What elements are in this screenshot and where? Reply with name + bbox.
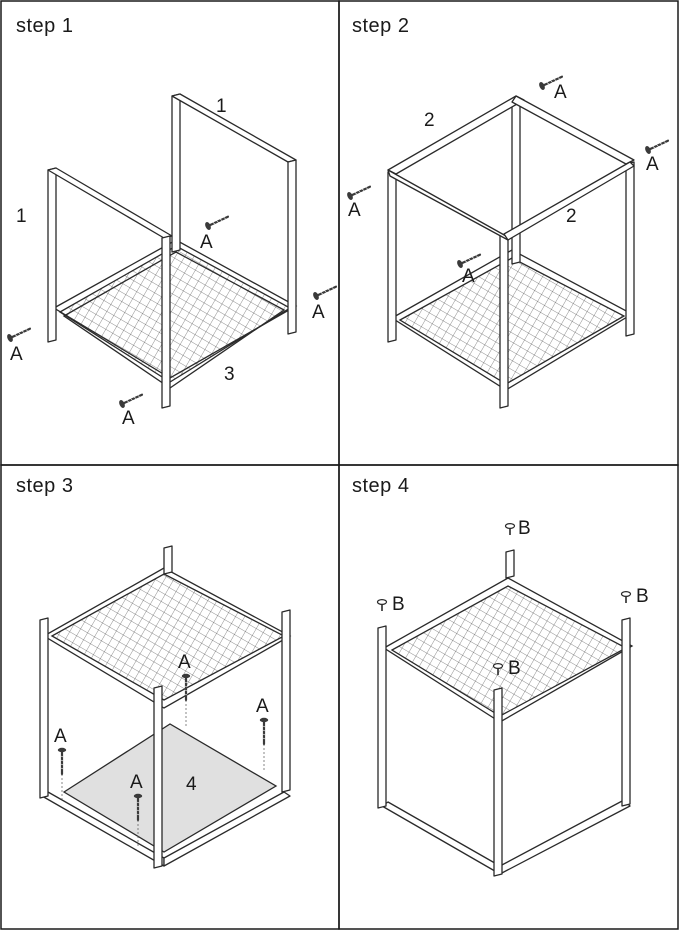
cap-label: B	[636, 586, 649, 607]
top-bar-right	[503, 161, 635, 241]
screw-label: A	[312, 302, 325, 323]
screw-label: A	[646, 154, 659, 175]
step-3-title: step 3	[16, 475, 73, 497]
step-2-title: step 2	[352, 15, 409, 37]
screw-icon	[310, 281, 339, 302]
foot-cap-icon	[504, 522, 516, 536]
screw-icon	[642, 135, 671, 156]
step-4-diagram: B B B B	[376, 518, 649, 877]
mesh-shelf-label: 3	[224, 364, 235, 385]
screw-label: A	[256, 696, 269, 717]
top-bar-back-label: 2	[424, 110, 435, 131]
side-frame-right	[171, 93, 297, 335]
step-1-title: step 1	[16, 15, 73, 37]
screw-label: A	[554, 82, 567, 103]
mesh-shelf	[58, 245, 292, 383]
foot-cap-icon	[376, 598, 388, 612]
screw-icon	[56, 746, 68, 776]
screw-icon	[4, 323, 33, 344]
screw-label: A	[348, 200, 361, 221]
side-frame-right-label: 1	[216, 96, 227, 117]
screw-label: A	[178, 652, 191, 673]
step-3-diagram: 4 A A A A	[39, 545, 292, 869]
screw-icon	[344, 181, 373, 202]
mesh-shelf	[50, 573, 286, 701]
top-bar-right-label: 2	[566, 206, 577, 227]
screw-label: A	[462, 266, 475, 287]
top-bar-back	[387, 95, 525, 175]
cap-label: B	[508, 658, 521, 679]
screw-label: A	[54, 726, 67, 747]
bottom-panel-label: 4	[186, 774, 197, 795]
step-1-diagram: 1 1 3 A A A A	[4, 93, 339, 429]
side-frame-left	[47, 167, 173, 409]
step-4-title: step 4	[352, 475, 409, 497]
bottom-panel	[62, 723, 278, 853]
screw-icon	[202, 211, 231, 232]
side-frame-left-label: 1	[16, 206, 27, 227]
foot-cap-icon	[620, 590, 632, 604]
screw-icon	[258, 716, 270, 746]
mesh-shelf	[390, 585, 628, 717]
cap-label: B	[392, 594, 405, 615]
mesh-shelf	[398, 257, 626, 385]
step-2-diagram: 2 2 A A A A	[344, 71, 671, 409]
screw-label: A	[130, 772, 143, 793]
panel-step-4	[338, 464, 679, 930]
screw-label: A	[200, 232, 213, 253]
cap-label: B	[518, 518, 531, 539]
screw-label: A	[10, 344, 23, 365]
screw-label: A	[122, 408, 135, 429]
screw-icon	[116, 389, 145, 410]
